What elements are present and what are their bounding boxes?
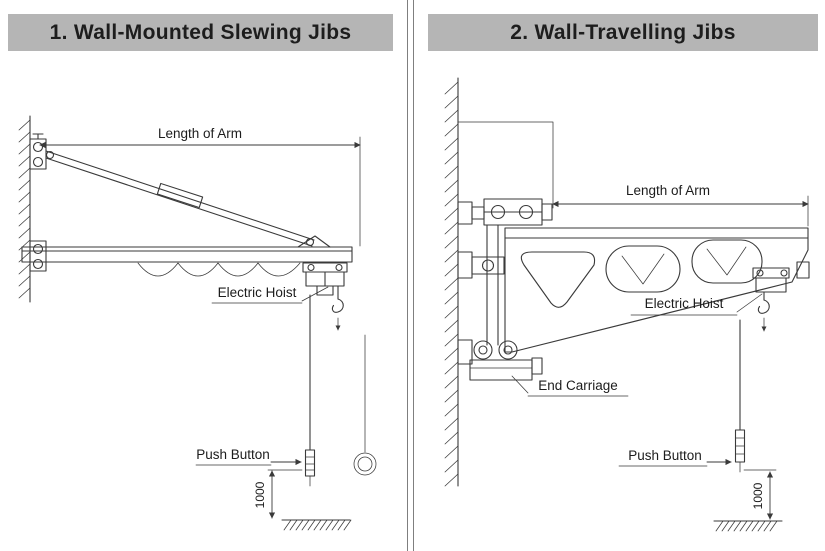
pendant-cable [734,319,746,473]
wall-bracket-top [29,133,47,170]
push-button-label: Push Button [196,447,270,462]
load-cable-and-ring [353,334,377,476]
push-button-label: Push Button [628,448,702,463]
push-button-callout: Push Button [618,448,732,467]
end-carriage-bottom [457,339,543,381]
hook-icon [757,291,770,332]
wall [18,115,31,303]
panel-divider [407,0,414,551]
electric-hoist-callout: Electric Hoist [630,293,763,316]
height-dimension-label: 1000 [253,481,267,508]
panel-2-header: 2. Wall-Travelling Jibs [428,14,818,51]
arm-length-dimension: Length of Arm [39,126,361,247]
height-dimension: 1000 [253,469,303,519]
jib-root-frame [486,224,499,346]
hook-icon [331,285,344,331]
push-button-callout: Push Button [195,447,302,466]
end-carriage-top [457,198,553,226]
end-carriage-callout: End Carriage [511,375,629,397]
panel-1-header: 1. Wall-Mounted Slewing Jibs [8,14,393,51]
wall-travelling-jib-diagram: Length of Arm Electric Hoist [444,77,810,532]
lightening-hole-3 [691,239,763,284]
height-dimension-label: 1000 [751,482,765,509]
wall-mounted-slewing-jib-diagram: Length of Arm Electric Hoist [18,115,377,531]
jib-beam [21,235,353,263]
lightening-hole-2 [605,245,681,293]
pendant-cable [304,294,316,487]
electric-hoist-label: Electric Hoist [218,285,297,300]
panel-2-title: 2. Wall-Travelling Jibs [510,20,736,44]
lightening-hole-1 [520,251,596,308]
electric-hoist-label: Electric Hoist [645,296,724,311]
length-of-arm-label: Length of Arm [158,126,242,141]
top-support-line [457,121,554,209]
electric-hoist [302,262,348,296]
height-dimension: 1000 [743,469,777,520]
festoon-cable [137,262,301,277]
arm-length-dimension: Length of Arm [552,183,809,227]
jib-arm [504,227,809,353]
electric-hoist-callout: Electric Hoist [211,285,329,304]
electric-hoist [752,261,810,293]
mid-wall-bracket [457,251,505,279]
end-carriage-label: End Carriage [538,378,618,393]
wall [444,77,459,487]
tie-rod [45,150,315,247]
wall-bracket-bottom [29,240,47,272]
ground-hatch [713,520,783,532]
ground-hatch [281,519,352,531]
panel-1-title: 1. Wall-Mounted Slewing Jibs [49,20,352,44]
length-of-arm-label: Length of Arm [626,183,710,198]
